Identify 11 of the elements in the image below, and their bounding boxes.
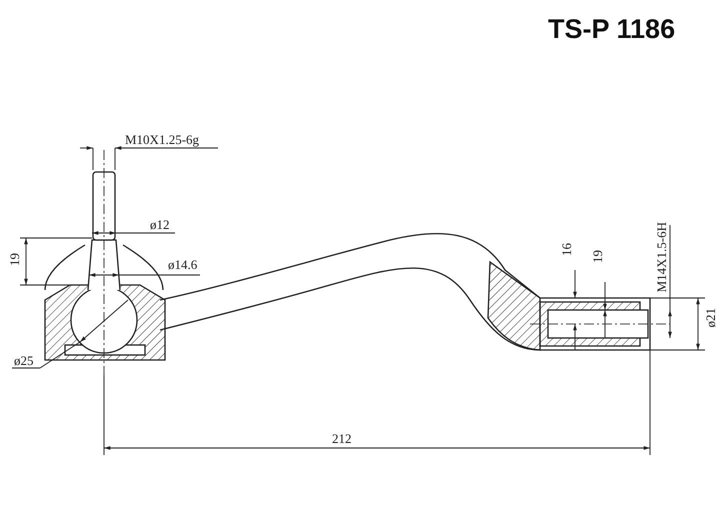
dimension-label: 19 [591,250,604,263]
dimension-label: M14X1.5-6H [655,222,668,292]
part-number-heading: TS-P 1186 [548,14,676,45]
dimension-label: ø25 [14,354,34,367]
dimension-label: M10X1.25-6g [125,133,200,146]
dimension-label: ø21 [704,308,717,328]
dimension-label: 19 [8,253,21,266]
dimension-label: 16 [560,243,573,256]
dimension-label: ø12 [150,218,170,231]
dimension-label: 212 [332,432,352,445]
dimension-label: ø14.6 [168,258,198,271]
